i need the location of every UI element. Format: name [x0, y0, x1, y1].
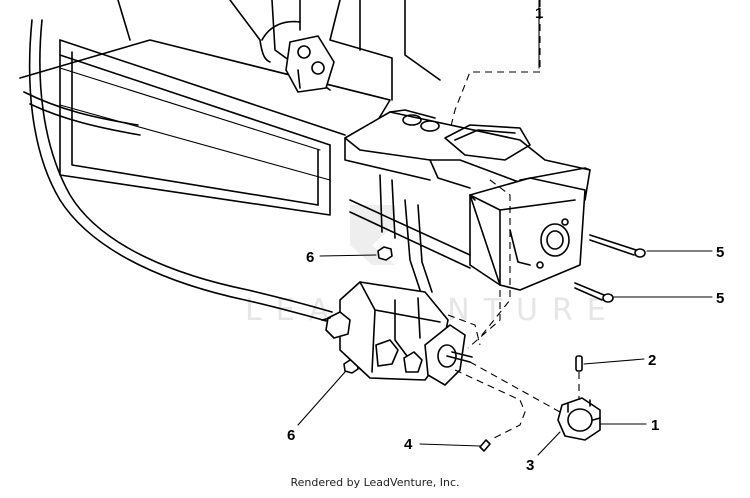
callout-1: 1 [651, 417, 659, 434]
assembly-lines [447, 0, 580, 441]
bolt-lower [574, 282, 614, 303]
callout-6-upper: 6 [306, 249, 314, 266]
hydraulic-hose [23, 19, 333, 323]
splitter-beam [19, 39, 391, 216]
pump-mount-plate [469, 167, 591, 291]
leader-lines [297, 0, 713, 456]
bolt-upper [589, 234, 646, 258]
mount-bracket-legs [349, 174, 471, 293]
nut-upper [377, 246, 393, 261]
hose-clamp-bracket [285, 35, 335, 93]
shaft-key [479, 439, 491, 452]
callout-5-lower: 5 [716, 290, 724, 307]
hydraulic-cylinder [117, 0, 441, 101]
coupler [557, 397, 601, 441]
callout-5-upper: 5 [716, 244, 724, 261]
roll-pin [575, 355, 583, 372]
callout-1-top: 1 [535, 5, 543, 22]
render-credit: Rendered by LeadVenture, Inc. [290, 476, 460, 489]
callout-3: 3 [526, 457, 534, 474]
callout-2: 2 [648, 352, 656, 369]
callout-6-lower: 6 [287, 427, 295, 444]
callout-4: 4 [404, 436, 413, 453]
